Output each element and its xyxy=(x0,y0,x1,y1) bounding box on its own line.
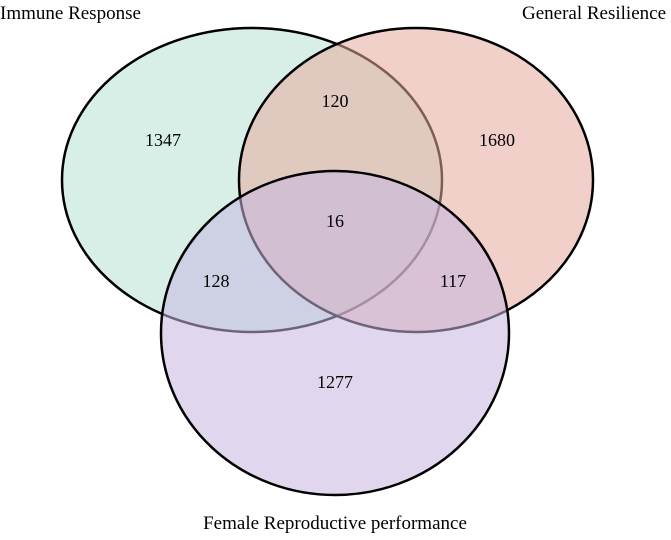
count-resilience-reproductive: 117 xyxy=(440,271,466,291)
count-immune-resilience: 120 xyxy=(322,91,349,111)
count-immune-only: 1347 xyxy=(145,130,181,150)
set-label-immune-response: Immune Response xyxy=(0,3,141,24)
count-immune-reproductive: 128 xyxy=(203,271,230,291)
count-all-three: 16 xyxy=(326,211,344,231)
set-label-general-resilience: General Resilience xyxy=(522,3,666,24)
set-ellipse-female-reproductive xyxy=(159,169,511,497)
count-reproductive-only: 1277 xyxy=(317,372,353,392)
set-label-female-reproductive: Female Reproductive performance xyxy=(203,513,467,534)
count-resilience-only: 1680 xyxy=(479,130,515,150)
